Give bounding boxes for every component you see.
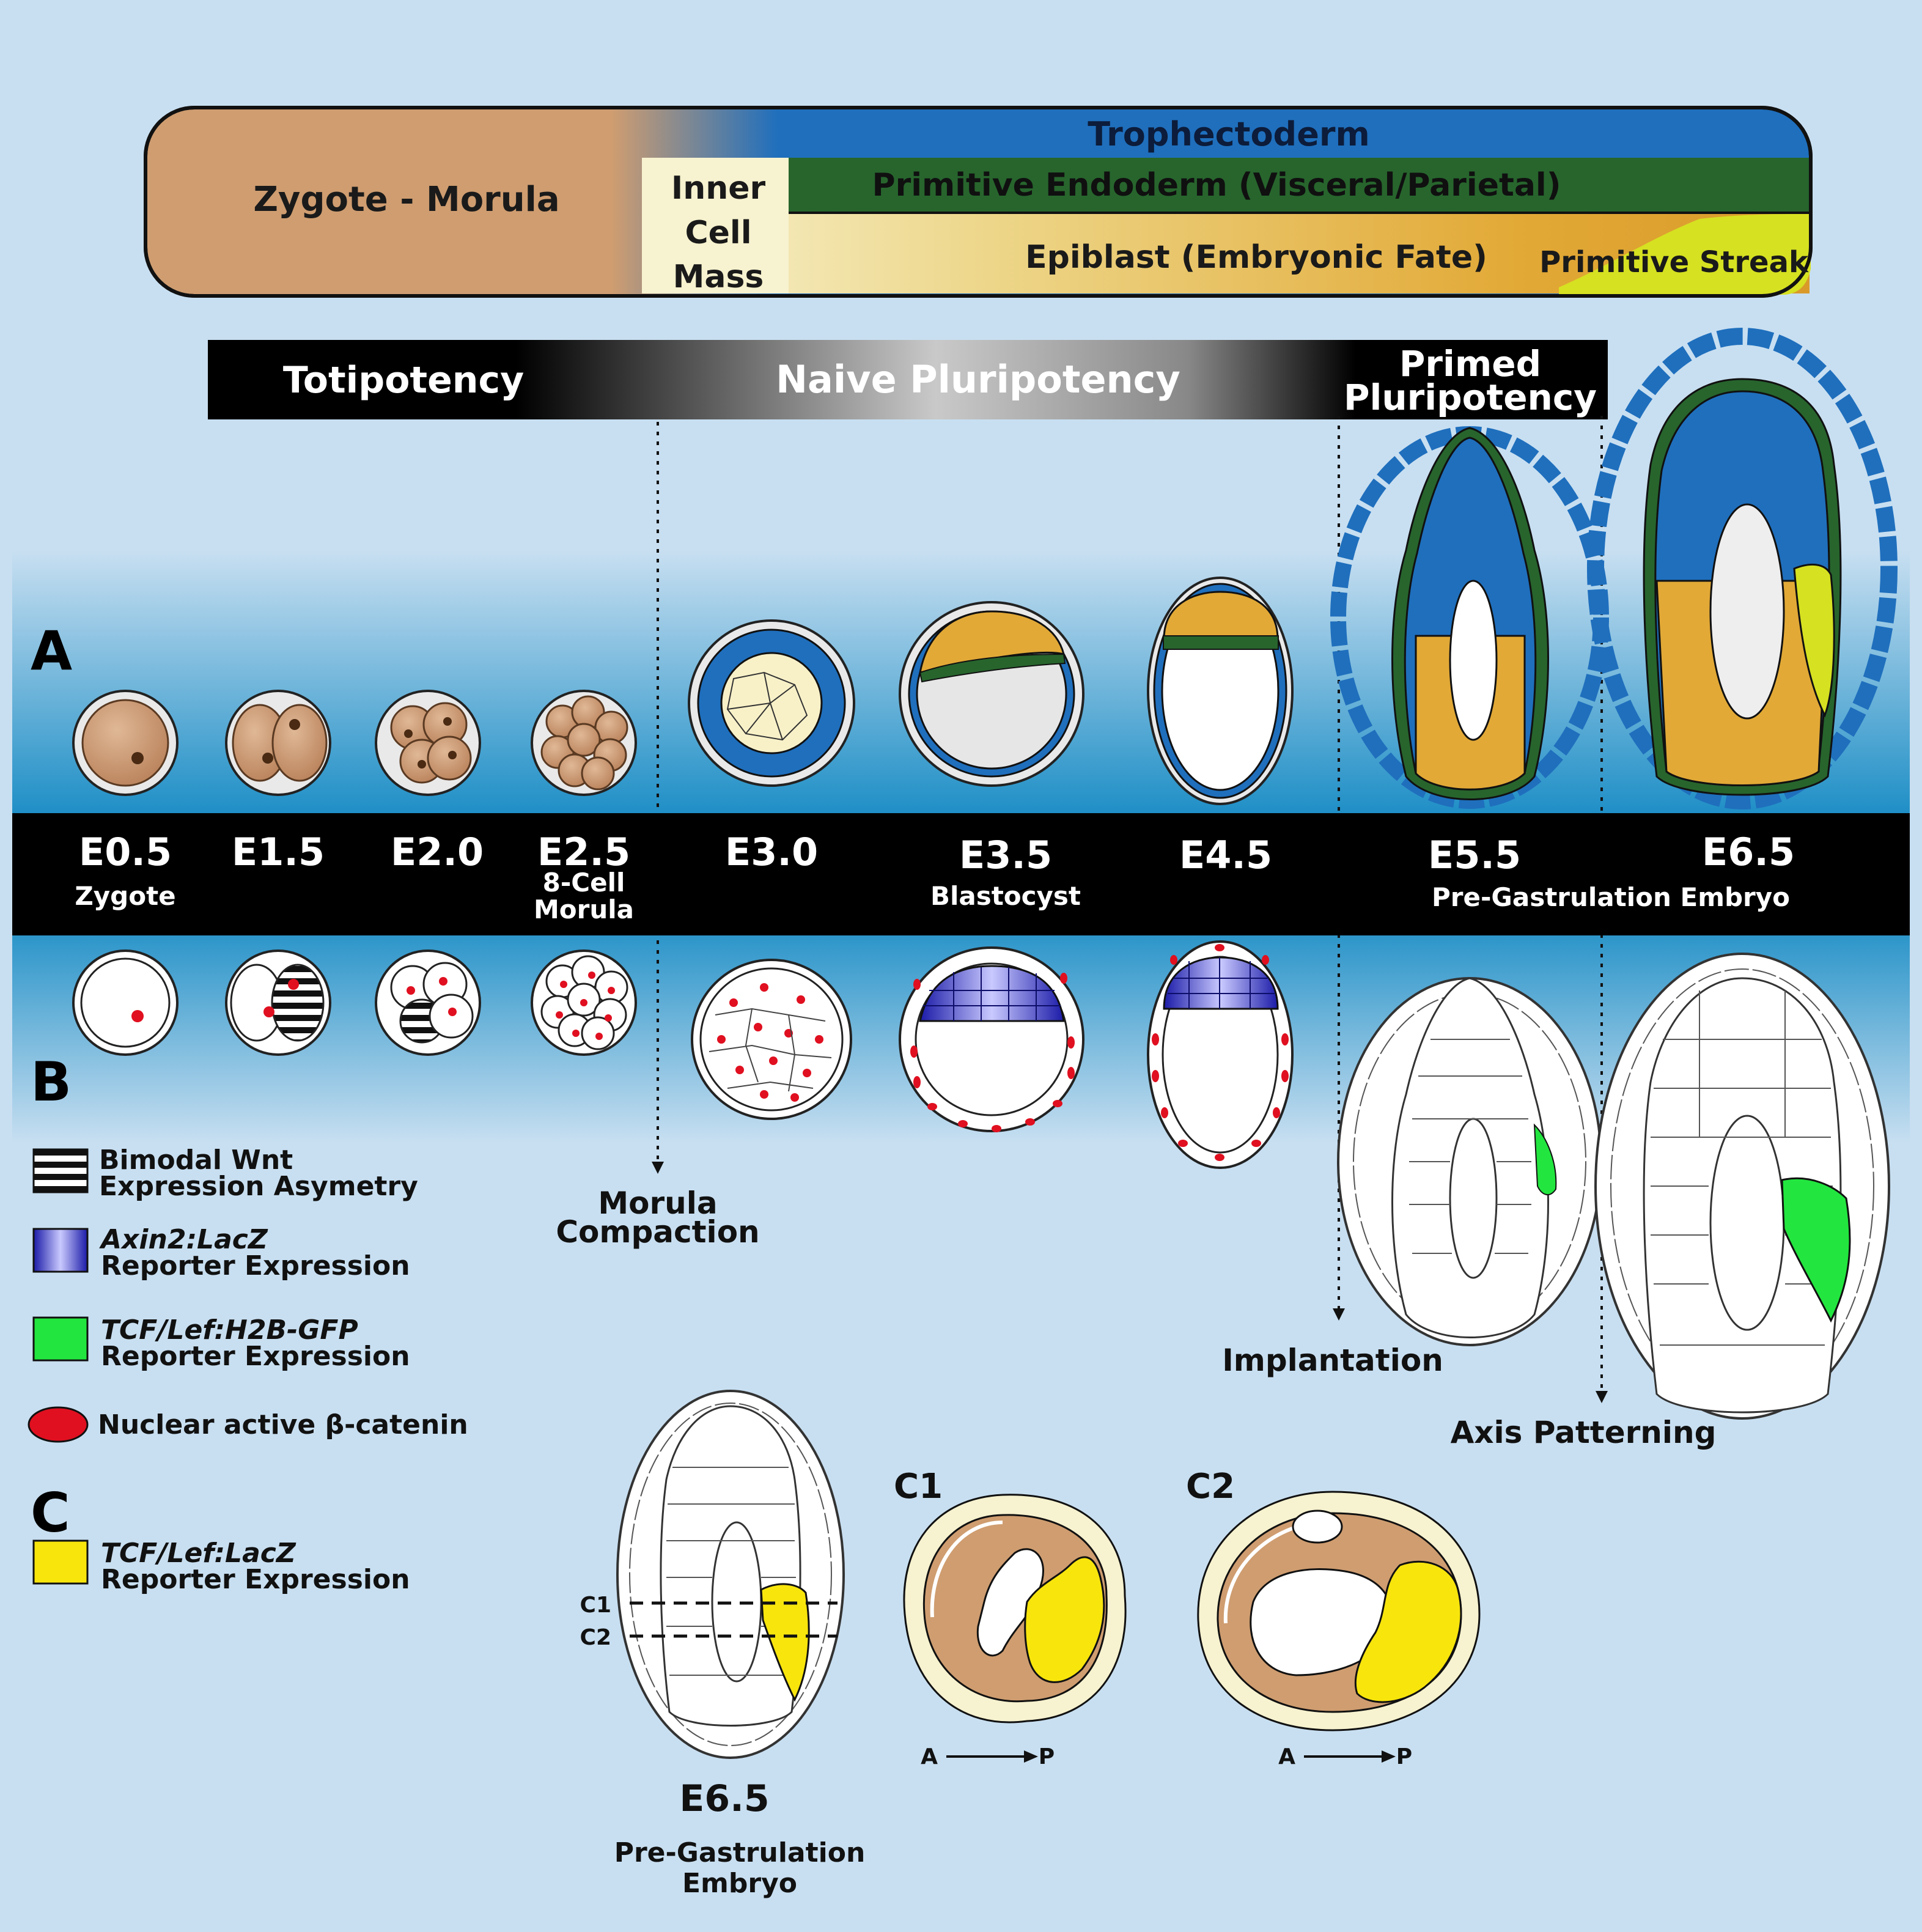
event-implantation: Implantation bbox=[1222, 1343, 1443, 1378]
legend-bimodal-swatch bbox=[32, 1148, 89, 1193]
stage-pre-gastrulation: Pre-Gastrulation Embryo bbox=[1432, 882, 1790, 912]
a-e6-5-embryo bbox=[1587, 328, 1898, 809]
event-axis-patterning: Axis Patterning bbox=[1451, 1415, 1717, 1450]
lineage-zygote-morula: Zygote - Morula bbox=[253, 180, 559, 219]
b-two-cell bbox=[225, 949, 331, 1056]
stage-label-3: E2.0 bbox=[391, 830, 484, 874]
b-e6-5-embryo bbox=[1594, 953, 1890, 1420]
stage-label-2: E1.5 bbox=[232, 830, 325, 874]
stage-label-9: E6.5 bbox=[1702, 830, 1795, 874]
c-embryo: C1 C2 E6.5 Pre-Gastrulation Embryo bbox=[580, 1390, 866, 1899]
stage-label-7: E4.5 bbox=[1179, 833, 1272, 877]
panel-a-label: A bbox=[31, 619, 72, 682]
potency-bar: Totipotency Naive Pluripotency Primed Pl… bbox=[208, 340, 1608, 419]
stage-label-6: E3.5 bbox=[959, 833, 1052, 877]
legend: Bimodal Wnt Expression Asymetry Axin2:La… bbox=[28, 1145, 468, 1595]
stage-sub-1: Zygote bbox=[75, 881, 175, 911]
b-e5-5-embryo bbox=[1337, 977, 1602, 1346]
a-two-cell bbox=[225, 690, 331, 796]
legend-lacz-line1: TCF/Lef:LacZ bbox=[101, 1538, 296, 1569]
stage-label-5: E3.0 bbox=[725, 830, 818, 874]
a-eight-cell bbox=[531, 690, 637, 796]
c-embryo-stage: E6.5 bbox=[679, 1777, 769, 1820]
legend-gfp-line2: Reporter Expression bbox=[101, 1341, 410, 1372]
b-eight-cell bbox=[531, 949, 637, 1056]
lineage-primitive-endoderm: Primitive Endoderm (Visceral/Parietal) bbox=[872, 167, 1561, 204]
b-late-blastocyst bbox=[1147, 940, 1294, 1169]
legend-gfp-swatch bbox=[32, 1316, 89, 1362]
event-morula-compaction-2: Compaction bbox=[556, 1214, 759, 1250]
a-zygote bbox=[72, 690, 179, 796]
c-line-c2-label: C2 bbox=[580, 1625, 611, 1650]
c2-axis-a: A bbox=[1278, 1744, 1295, 1769]
lineage-bar: Zygote - Morula Inner Cell Mass Trophect… bbox=[144, 106, 1813, 298]
panel-b-label: B bbox=[31, 1050, 72, 1113]
stage-bar bbox=[12, 813, 1910, 935]
potency-totipotency: Totipotency bbox=[283, 359, 524, 402]
legend-bimodal-line2: Expression Asymetry bbox=[99, 1171, 418, 1202]
b-morula bbox=[691, 959, 852, 1120]
panel-c-label: C bbox=[31, 1481, 70, 1544]
c-embryo-sub-1: Pre-Gastrulation bbox=[614, 1837, 866, 1868]
potency-primed-2: Pluripotency bbox=[1344, 377, 1597, 418]
c-embryo-sub-2: Embryo bbox=[682, 1868, 797, 1899]
c1-axis-p: P bbox=[1039, 1744, 1055, 1769]
b-four-cell bbox=[375, 949, 481, 1056]
row-b-embryos bbox=[72, 940, 1890, 1420]
lineage-primitive-streak: Primitive Streak bbox=[1539, 245, 1809, 279]
c2-axis-p: P bbox=[1396, 1744, 1412, 1769]
c2-cross-section: C2 A P bbox=[1186, 1467, 1481, 1769]
b-blastocyst bbox=[899, 946, 1084, 1132]
lineage-trophectoderm: Trophectoderm bbox=[1088, 115, 1369, 153]
lineage-epiblast: Epiblast (Embryonic Fate) bbox=[1025, 239, 1487, 276]
a-blastocyst bbox=[899, 601, 1084, 787]
c-line-c1-label: C1 bbox=[580, 1593, 611, 1618]
row-a-embryos bbox=[72, 328, 1898, 809]
legend-lacz-swatch bbox=[32, 1539, 89, 1585]
stage-sub-6: Blastocyst bbox=[930, 881, 1081, 911]
event-morula-compaction-1: Morula bbox=[598, 1185, 717, 1221]
c2-label: C2 bbox=[1186, 1467, 1235, 1506]
a-four-cell bbox=[375, 690, 481, 796]
potency-primed-1: Primed bbox=[1399, 343, 1541, 385]
stage-sub-4-b: Morula bbox=[534, 894, 634, 924]
legend-axin2-line2: Reporter Expression bbox=[101, 1250, 410, 1281]
stage-label-1: E0.5 bbox=[79, 830, 172, 874]
potency-naive: Naive Pluripotency bbox=[776, 357, 1180, 402]
a-morula bbox=[688, 619, 855, 787]
legend-lacz-line2: Reporter Expression bbox=[101, 1564, 410, 1595]
legend-axin2-line1: Axin2:LacZ bbox=[99, 1224, 268, 1255]
legend-bcat-swatch bbox=[28, 1406, 89, 1443]
lineage-icm-1: Inner bbox=[671, 170, 766, 207]
legend-gfp-line1: TCF/Lef:H2B-GFP bbox=[101, 1314, 358, 1346]
stage-sub-4-a: 8-Cell bbox=[543, 868, 625, 898]
section-c: C1 C2 E6.5 Pre-Gastrulation Embryo C1 A … bbox=[580, 1390, 1481, 1899]
c1-label: C1 bbox=[894, 1467, 943, 1506]
c1-axis-a: A bbox=[921, 1744, 938, 1769]
lineage-icm-3: Mass bbox=[673, 259, 764, 295]
a-e5-5-embryo bbox=[1330, 426, 1609, 809]
c1-cross-section: C1 A P bbox=[894, 1467, 1127, 1769]
b-zygote bbox=[72, 949, 179, 1056]
legend-bimodal-line1: Bimodal Wnt bbox=[99, 1145, 293, 1176]
a-late-blastocyst bbox=[1147, 577, 1294, 805]
stage-label-4: E2.5 bbox=[537, 830, 630, 874]
stage-label-8: E5.5 bbox=[1428, 833, 1521, 877]
legend-bcat-line1: Nuclear active β-catenin bbox=[98, 1409, 468, 1440]
legend-axin2-swatch bbox=[32, 1228, 89, 1273]
lineage-icm-2: Cell bbox=[685, 215, 751, 251]
